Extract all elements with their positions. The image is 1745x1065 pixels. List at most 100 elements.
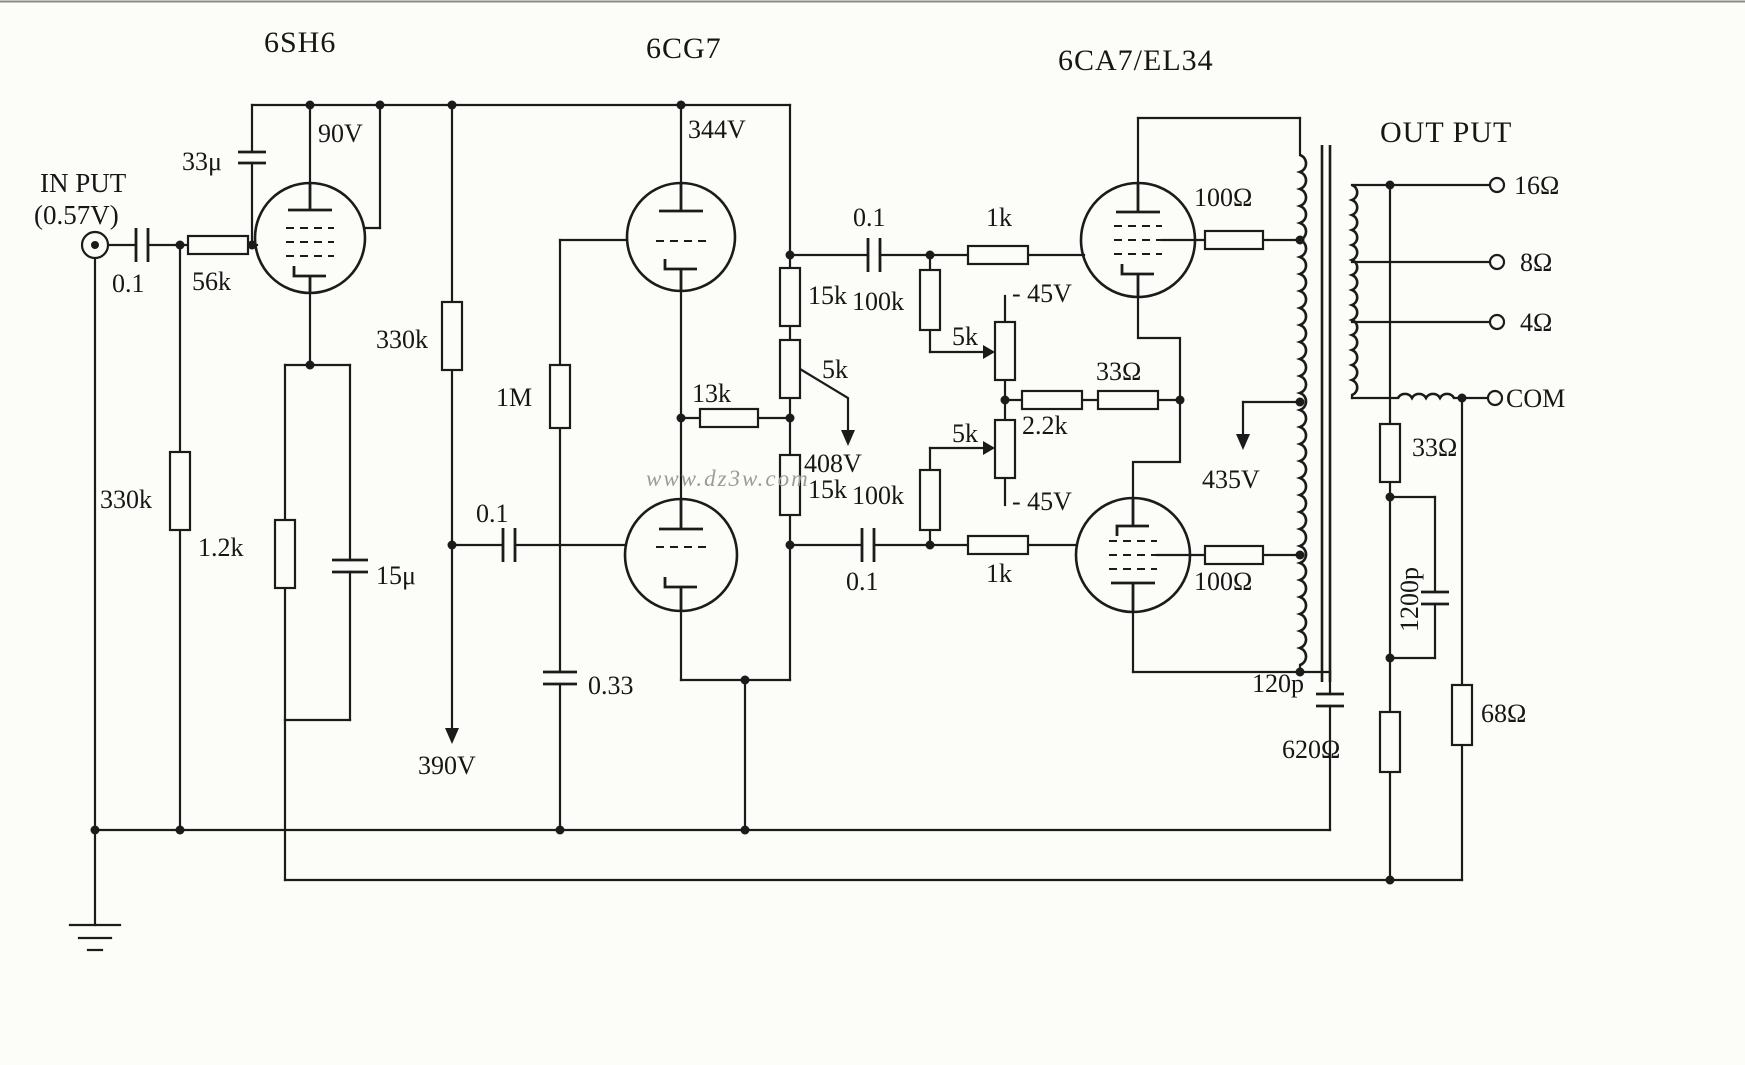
input-coupling-cap — [134, 228, 150, 262]
mid-coupling-cap — [501, 528, 517, 562]
resistor-13k — [698, 407, 760, 429]
arrow-390v — [445, 728, 459, 744]
cap-1200p — [1421, 590, 1449, 606]
resistor-100k-top — [918, 268, 942, 332]
ground-symbol — [68, 923, 122, 952]
resistor-100k-bottom — [918, 468, 942, 532]
c-01-bot-label: 0.1 — [846, 567, 879, 596]
r-330k-plate-label: 330k — [376, 325, 428, 354]
c-01-top-label: 0.1 — [853, 203, 886, 232]
resistor-1m — [548, 363, 572, 430]
tube-6sh6 — [253, 181, 367, 295]
tap-8ohm-label: 8Ω — [1520, 248, 1552, 277]
minus45-top-label: - 45V — [1012, 279, 1072, 308]
v1-external-wires — [308, 103, 382, 367]
r-1k-bot-label: 1k — [986, 559, 1012, 588]
resistor-2k2 — [1020, 389, 1084, 411]
terminal-16ohm — [1488, 176, 1506, 194]
resistor-56k — [186, 234, 250, 256]
r-100k-bot-label: 100k — [852, 481, 904, 510]
watermark: www.dz3w.com — [646, 466, 810, 491]
r-1k2-label: 1.2k — [198, 533, 244, 562]
pot-5k-lower — [993, 418, 1017, 480]
resistor-68ohm — [1450, 683, 1474, 747]
c-01-mid-label: 0.1 — [476, 499, 509, 528]
arrow-408v — [841, 430, 855, 446]
r-5k-low-label: 5k — [952, 419, 978, 448]
tube-6cg7-top — [625, 181, 737, 293]
r-1k-top-label: 1k — [986, 203, 1012, 232]
resistor-33ohm-mid — [1096, 389, 1160, 411]
c-120p-label: 120p — [1252, 669, 1304, 698]
r-5k-up-label: 5k — [952, 322, 978, 351]
resistor-100ohm-bottom — [1203, 544, 1265, 566]
pot-5k-upper — [993, 320, 1017, 382]
r-56k-label: 56k — [192, 267, 231, 296]
r-15k-top-label: 15k — [808, 281, 847, 310]
terminal-4ohm — [1488, 313, 1506, 331]
r-620-label: 620Ω — [1282, 735, 1340, 764]
b-plus-ct-wires — [1241, 400, 1302, 436]
top-rail — [250, 103, 792, 270]
v1-cathode-network-wires — [283, 363, 352, 882]
input-section-wires — [93, 243, 259, 927]
c-1200p-label: 1200p — [1395, 567, 1424, 632]
input-level: (0.57V) — [34, 200, 119, 230]
output-title: OUT PUT — [1380, 116, 1512, 149]
tube3-label: 6CA7/EL34 — [1058, 44, 1214, 77]
arrow-wiper-lower — [983, 441, 995, 455]
bypass-cap-33u — [238, 150, 266, 165]
coupling-cap-top — [866, 238, 882, 272]
c-15u-label: 15μ — [376, 561, 416, 590]
r-33-fb-label: 33Ω — [1412, 433, 1457, 462]
feedback-wires — [1328, 183, 1464, 882]
resistor-1k2 — [273, 518, 297, 590]
r-2k2-label: 2.2k — [1022, 411, 1068, 440]
resistor-15k-top — [778, 266, 802, 328]
labels: 6SH6 6CG7 6CA7/EL34 OUT PUT IN PUT (0.57… — [34, 26, 1565, 780]
resistor-15k-bottom — [778, 453, 802, 517]
resistor-1k-bottom — [966, 534, 1030, 556]
arrow-435v — [1236, 434, 1250, 450]
junction-dots — [90, 100, 1467, 885]
c-33u-label: 33μ — [182, 147, 222, 176]
v3-external-wires — [1131, 116, 1332, 674]
output-terminals — [1486, 176, 1506, 407]
volt-390-label: 390V — [418, 751, 476, 780]
components — [80, 100, 1506, 885]
cap-033 — [543, 670, 577, 686]
tap-com-label: COM — [1506, 384, 1565, 413]
coupling-cap-bottom — [860, 528, 876, 562]
pot-5k — [778, 338, 802, 400]
coupling-bottom-wires — [788, 446, 1079, 547]
r-1m-label: 1M — [496, 383, 532, 412]
r-100k-top-label: 100k — [852, 287, 904, 316]
resistor-1k-top — [966, 244, 1030, 266]
r-5k-pot-label: 5k — [822, 355, 848, 384]
tube-6ca7-bottom — [1074, 496, 1192, 614]
r-330k-in-label: 330k — [100, 485, 152, 514]
terminal-com — [1486, 389, 1504, 407]
c-in-label: 0.1 — [112, 269, 145, 298]
tube1-label: 6SH6 — [264, 26, 336, 59]
c-033-label: 0.33 — [588, 671, 634, 700]
grid-leak-wires — [558, 238, 629, 832]
volt-344-label: 344V — [688, 115, 746, 144]
resistor-330k-input — [168, 450, 192, 532]
coupling-top-wires — [788, 253, 1086, 354]
tube-6cg7-bottom — [623, 497, 739, 613]
r-68-label: 68Ω — [1481, 699, 1526, 728]
resistor-620ohm — [1378, 710, 1402, 774]
tube2-label: 6CG7 — [646, 32, 722, 65]
resistor-100ohm-top — [1203, 229, 1265, 251]
r-100-bot-label: 100Ω — [1194, 567, 1252, 596]
secondary-com-winding — [1396, 392, 1456, 401]
terminal-8ohm — [1488, 253, 1506, 271]
plate-load-wires — [450, 103, 628, 730]
r-15k-bot-label: 15k — [808, 475, 847, 504]
r-33-mid-label: 33Ω — [1096, 357, 1141, 386]
volt-90-label: 90V — [318, 119, 363, 148]
secondary-winding — [1348, 183, 1359, 397]
wiper-408v-line — [799, 368, 850, 430]
